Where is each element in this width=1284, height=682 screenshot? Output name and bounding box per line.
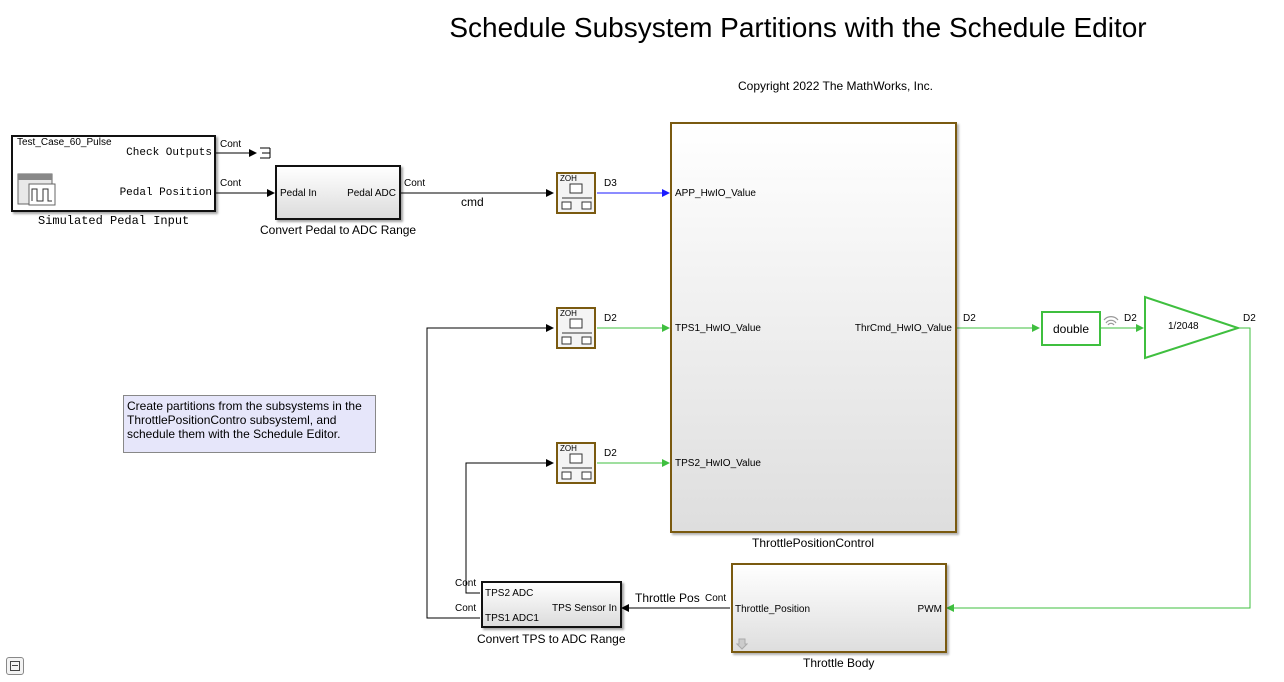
wire-tps1-adc: [426, 324, 554, 619]
test-case-block[interactable]: Test_Case_60_Pulse Check Outputs Pedal P…: [11, 135, 216, 212]
caption-convert-tps: Convert TPS to ADC Range: [477, 632, 626, 646]
signal-d2-4: D2: [1124, 313, 1137, 324]
zoh-label-1: ZOH: [560, 174, 577, 183]
port-app-hwio: APP_HwIO_Value: [675, 188, 756, 199]
zoh-block-2[interactable]: ZOH: [556, 307, 596, 349]
signal-editor-icon: [17, 173, 56, 206]
data-type-conversion-block[interactable]: double: [1041, 311, 1101, 346]
port-pedal-adc: Pedal ADC: [347, 188, 396, 199]
wire-d2-pwm: [946, 327, 1251, 612]
port-thrcmd-hwio: ThrCmd_HwIO_Value: [854, 323, 952, 334]
signal-cont-4: Cont: [705, 593, 727, 604]
signal-d2-5: D2: [1243, 313, 1256, 324]
signal-cont-2: Cont: [220, 178, 242, 189]
copyright-text: Copyright 2022 The MathWorks, Inc.: [738, 79, 933, 93]
zoh-block-3[interactable]: ZOH: [556, 442, 596, 484]
port-pedal-position: Pedal Position: [119, 187, 212, 199]
port-pedal-in: Pedal In: [280, 188, 317, 199]
convert-tps-block[interactable]: TPS2 ADC TPS1 ADC1 TPS Sensor In: [481, 581, 622, 628]
signal-cont-5: Cont: [455, 578, 477, 589]
zoh-icon: [561, 318, 592, 345]
zoh-icon: [561, 453, 592, 480]
throttle-position-control-block[interactable]: APP_HwIO_Value TPS1_HwIO_Value TPS2_HwIO…: [670, 122, 957, 533]
port-tps1-hwio: TPS1_HwIO_Value: [675, 323, 761, 334]
zoh-icon: [561, 183, 592, 210]
gain-triangle: [1144, 295, 1242, 360]
signal-d3: D3: [604, 178, 617, 189]
collapse-icon: [10, 661, 20, 671]
test-case-name: Test_Case_60_Pulse: [17, 137, 112, 148]
signal-cmd: cmd: [461, 195, 484, 209]
signal-throttle-pos: Throttle Pos: [635, 591, 700, 605]
signal-cont-6: Cont: [455, 603, 477, 614]
caption-convert-pedal: Convert Pedal to ADC Range: [260, 223, 417, 237]
wire-tps2-adc: [465, 459, 554, 594]
signal-cont-3: Cont: [404, 178, 426, 189]
collapse-button[interactable]: [6, 657, 24, 675]
signal-d2-2: D2: [604, 448, 617, 459]
terminator-icon: [260, 147, 271, 159]
signal-logging-icon: [1103, 316, 1119, 326]
zoh-label-2: ZOH: [560, 309, 577, 318]
signal-d2-3: D2: [963, 313, 976, 324]
throttle-body-block[interactable]: Throttle_Position PWM: [731, 563, 947, 653]
port-tps2-adc: TPS2 ADC: [485, 588, 534, 599]
signal-d2-1: D2: [604, 313, 617, 324]
double-label: double: [1052, 322, 1090, 336]
zoh-label-3: ZOH: [560, 444, 577, 453]
port-tps2-hwio: TPS2_HwIO_Value: [675, 458, 761, 469]
convert-pedal-block[interactable]: Pedal In Pedal ADC: [275, 165, 401, 220]
gain-label: 1/2048: [1168, 321, 1199, 332]
caption-throttle-position-control: ThrottlePositionControl: [752, 536, 875, 550]
caption-simulated-pedal-input: Simulated Pedal Input: [38, 214, 190, 228]
caption-throttle-body: Throttle Body: [803, 656, 875, 670]
port-check-outputs: Check Outputs: [126, 147, 212, 159]
port-tps-sensor-in: TPS Sensor In: [551, 603, 617, 614]
port-throttle-position: Throttle_Position: [735, 604, 811, 615]
zoh-block-1[interactable]: ZOH: [556, 172, 596, 214]
model-reference-arrow-icon: [736, 638, 748, 650]
annotation-note: Create partitions from the subsystems in…: [123, 395, 376, 453]
signal-cont-1: Cont: [220, 139, 242, 150]
page-title: Schedule Subsystem Partitions with the S…: [449, 12, 1147, 43]
port-tps1-adc1: TPS1 ADC1: [485, 613, 539, 624]
port-pwm: PWM: [917, 604, 942, 615]
